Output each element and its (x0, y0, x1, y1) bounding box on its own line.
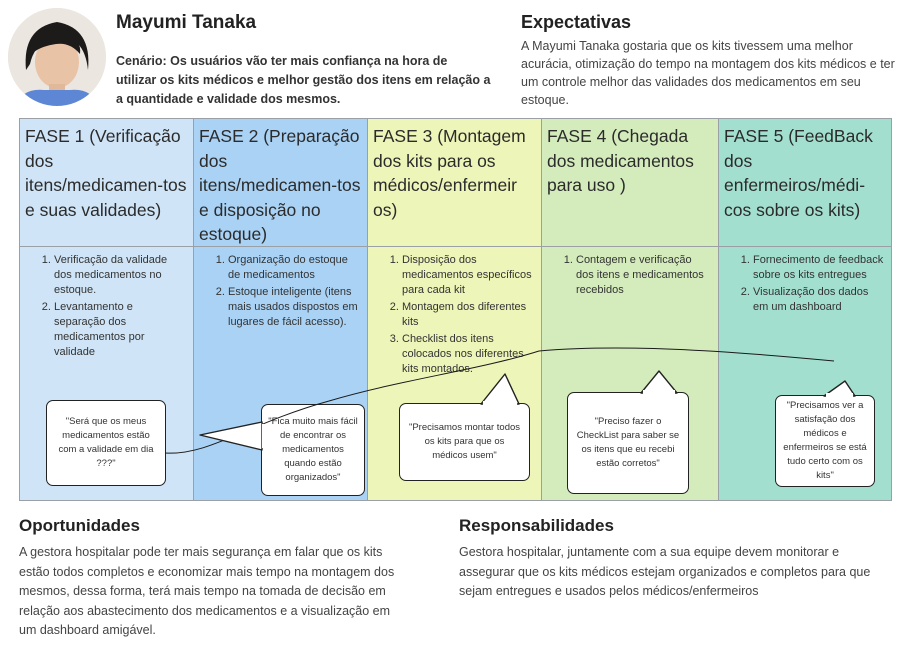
speech-bubble-phase-5: "Precisamos ver a satisfação dos médicos… (775, 395, 875, 487)
phase-action-list: Contagem e verificação dos itens e medic… (548, 253, 712, 298)
speech-bubble-phase-1: "Será que os meus medicamentos estão com… (46, 400, 166, 486)
phase-title: FASE 5 (FeedBack dos enfermeiros/médi-co… (719, 119, 891, 247)
phase-action-list: Fornecimento de feedback sobre os kits e… (725, 253, 885, 315)
phase-title: FASE 3 (Montagem dos kits para os médico… (368, 119, 541, 247)
expectations-text: A Mayumi Tanaka gostaria que os kits tiv… (521, 39, 895, 107)
phase-action-item: Disposição dos medicamentos específicos … (402, 253, 535, 298)
speech-bubble-phase-4: "Preciso fazer o CheckList para saber se… (567, 392, 689, 494)
persona-photo-icon (8, 8, 106, 106)
phase-title: FASE 4 (Chegada dos medicamentos para us… (542, 119, 718, 247)
responsibilities-title: Responsabilidades (459, 516, 614, 535)
phase-action-list: Verificação da validade dos medicamentos… (26, 253, 187, 360)
persona-name: Mayumi Tanaka (116, 12, 257, 33)
phase-action-item: Levantamento e separação dos medicamento… (54, 300, 187, 360)
persona-avatar (8, 8, 106, 106)
phase-body: Verificação da validade dos medicamentos… (20, 247, 193, 500)
phase-body: Organização do estoque de medicamentos E… (194, 247, 367, 500)
speech-bubble-phase-2: "Fica muito mais fácil de encontrar os m… (261, 404, 365, 496)
phase-body: Contagem e verificação dos itens e medic… (542, 247, 718, 500)
phase-action-item: Checklist dos itens colocados nos difere… (402, 332, 535, 377)
phase-title: FASE 1 (Verificação dos itens/medicamen-… (20, 119, 193, 247)
phase-action-list: Organização do estoque de medicamentos E… (200, 253, 361, 330)
opportunities-title: Oportunidades (19, 516, 140, 535)
phase-action-item: Estoque inteligente (itens mais usados d… (228, 285, 361, 330)
phase-action-item: Visualização dos dados em um dashboard (753, 285, 885, 315)
phase-action-item: Contagem e verificação dos itens e medic… (576, 253, 712, 298)
phase-action-list: Disposição dos medicamentos específicos … (374, 253, 535, 377)
expectations-title: Expectativas (521, 12, 632, 32)
phase-action-item: Fornecimento de feedback sobre os kits e… (753, 253, 885, 283)
phase-title: FASE 2 (Preparação dos itens/medicamen-t… (194, 119, 367, 247)
phase-action-item: Organização do estoque de medicamentos (228, 253, 361, 283)
speech-bubble-phase-3: "Precisamos montar todos os kits para qu… (399, 403, 530, 481)
phase-action-item: Montagem dos diferentes kits (402, 300, 535, 330)
opportunities-text: A gestora hospitalar pode ter mais segur… (19, 545, 395, 637)
journey-board: FASE 1 (Verificação dos itens/medicamen-… (19, 118, 892, 503)
phase-body: Fornecimento de feedback sobre os kits e… (719, 247, 891, 500)
phase-action-item: Verificação da validade dos medicamentos… (54, 253, 187, 298)
responsibilities-text: Gestora hospitalar, juntamente com a sua… (459, 545, 871, 598)
persona-scenario: Cenário: Os usuários vão ter mais confia… (116, 54, 491, 106)
